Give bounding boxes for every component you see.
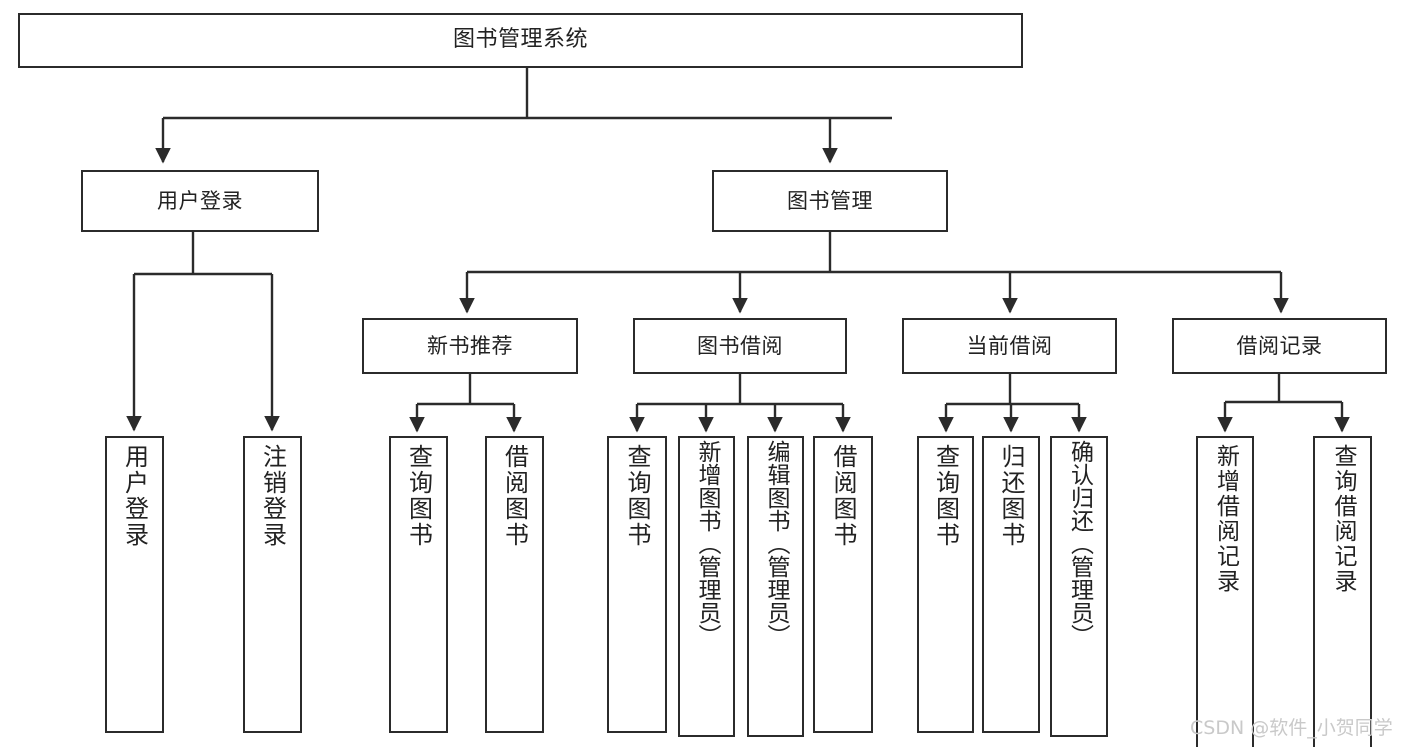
node-label: 查询图书 xyxy=(623,444,651,548)
node-label: 编辑图书（管理员） xyxy=(763,440,789,647)
leaf-return-book[interactable]: 归还图书 xyxy=(982,436,1040,733)
node-label: 归还图书 xyxy=(997,444,1025,548)
leaf-query-book-recommend[interactable]: 查询图书 xyxy=(389,436,448,733)
node-label: 查询图书 xyxy=(931,444,960,548)
node-borrow-record[interactable]: 借阅记录 xyxy=(1172,318,1387,374)
node-label: 借阅记录 xyxy=(1236,333,1323,358)
leaf-confirm-return-admin[interactable]: 确认归还（管理员） xyxy=(1050,436,1108,737)
node-label: 图书管理 xyxy=(787,188,873,213)
leaf-query-borrow-record[interactable]: 查询借阅记录 xyxy=(1313,436,1372,747)
leaf-logout[interactable]: 注销登录 xyxy=(243,436,302,733)
node-label: 确认归还（管理员） xyxy=(1066,440,1093,647)
leaf-borrow-book[interactable]: 借阅图书 xyxy=(813,436,873,733)
leaf-borrow-book-recommend[interactable]: 借阅图书 xyxy=(485,436,544,733)
leaf-edit-book-admin[interactable]: 编辑图书（管理员） xyxy=(747,436,804,737)
node-root-system[interactable]: 图书管理系统 xyxy=(18,13,1023,68)
node-label: 注销登录 xyxy=(258,444,287,548)
node-label: 图书借阅 xyxy=(697,333,783,358)
leaf-query-book-borrow[interactable]: 查询图书 xyxy=(607,436,667,733)
leaf-add-borrow-record[interactable]: 新增借阅记录 xyxy=(1196,436,1254,747)
node-current-borrow[interactable]: 当前借阅 xyxy=(902,318,1117,374)
leaf-user-login[interactable]: 用户登录 xyxy=(105,436,164,733)
node-label: 新增借阅记录 xyxy=(1212,444,1239,594)
node-label: 用户登录 xyxy=(120,444,149,548)
node-label: 用户登录 xyxy=(157,188,243,213)
node-label: 当前借阅 xyxy=(966,333,1053,358)
leaf-add-book-admin[interactable]: 新增图书（管理员） xyxy=(678,436,735,737)
node-label: 借阅图书 xyxy=(500,444,529,548)
node-label: 查询借阅记录 xyxy=(1330,444,1356,594)
node-book-borrow[interactable]: 图书借阅 xyxy=(633,318,847,374)
node-new-book-recommend[interactable]: 新书推荐 xyxy=(362,318,578,374)
node-label: 查询图书 xyxy=(404,444,433,548)
node-book-management[interactable]: 图书管理 xyxy=(712,170,948,232)
node-label: 新增图书（管理员） xyxy=(694,440,720,647)
node-label: 借阅图书 xyxy=(829,444,857,548)
node-label: 图书管理系统 xyxy=(452,27,588,53)
node-user-login[interactable]: 用户登录 xyxy=(81,170,319,232)
node-label: 新书推荐 xyxy=(427,333,513,358)
watermark-text: CSDN @软件_小贺同学 xyxy=(1190,717,1393,739)
leaf-query-book-current[interactable]: 查询图书 xyxy=(917,436,974,733)
